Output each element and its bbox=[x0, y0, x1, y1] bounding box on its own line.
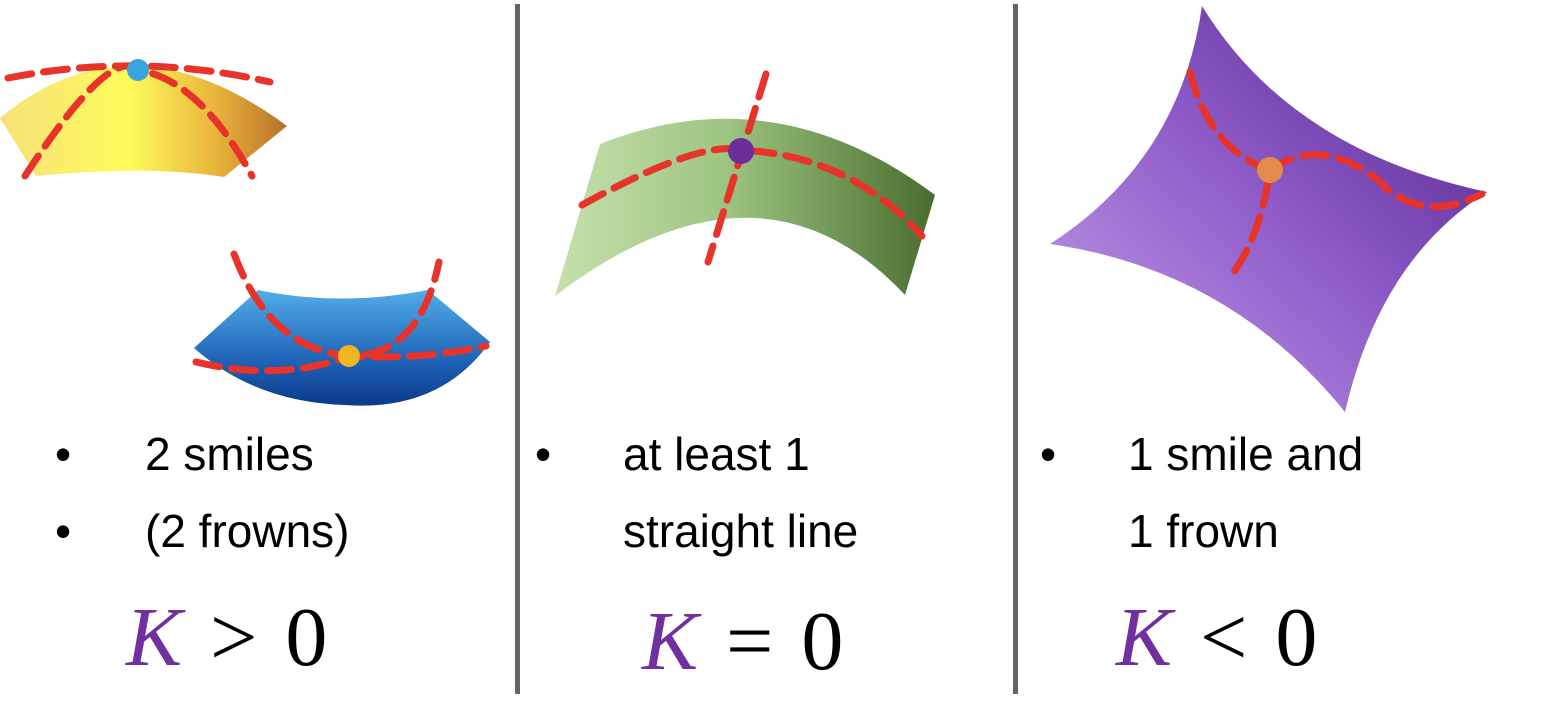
negative-formula: K<0 bbox=[1116, 596, 1317, 680]
k-symbol: K bbox=[642, 595, 699, 688]
negative-bullets: •1 smile and 1 frown bbox=[1040, 416, 1363, 570]
formula-value: 0 bbox=[1275, 591, 1318, 684]
formula-value: 0 bbox=[801, 595, 844, 688]
bullet-item: •2 smiles bbox=[55, 416, 349, 493]
dome-point bbox=[127, 59, 149, 81]
zero-bullets: •at least 1 straight line bbox=[535, 416, 858, 570]
bullet-item: •1 smile and bbox=[1040, 416, 1363, 493]
bullet-dot-icon: • bbox=[1040, 428, 1057, 480]
positive-formula: K>0 bbox=[126, 596, 327, 680]
bowl-surface bbox=[192, 250, 490, 406]
positive-curvature-surfaces bbox=[0, 59, 490, 406]
divider-right bbox=[1013, 4, 1018, 694]
dome-surface bbox=[0, 59, 287, 180]
positive-bullets: •2 smiles •(2 frowns) bbox=[55, 416, 349, 570]
k-symbol: K bbox=[1116, 591, 1173, 684]
zero-formula: K=0 bbox=[642, 600, 843, 684]
bullet-item: •(2 frowns) bbox=[55, 493, 349, 570]
saddle-point bbox=[1257, 157, 1283, 183]
bowl-point bbox=[338, 345, 360, 367]
bullet-item: straight line bbox=[623, 505, 859, 557]
formula-operator: > bbox=[210, 591, 258, 684]
bullet-dot-icon: • bbox=[55, 505, 72, 557]
zero-curvature-surface bbox=[555, 70, 935, 296]
formula-operator: = bbox=[726, 595, 774, 688]
divider-left bbox=[515, 4, 520, 694]
cylinder-point bbox=[728, 138, 754, 164]
formula-operator: < bbox=[1200, 591, 1248, 684]
k-symbol: K bbox=[126, 591, 183, 684]
bullet-item: 1 frown bbox=[1128, 505, 1279, 557]
bullet-dot-icon: • bbox=[55, 428, 72, 480]
formula-value: 0 bbox=[285, 591, 328, 684]
bullet-item: •at least 1 bbox=[535, 416, 858, 493]
negative-curvature-surface bbox=[1050, 6, 1487, 412]
bullet-dot-icon: • bbox=[535, 428, 552, 480]
